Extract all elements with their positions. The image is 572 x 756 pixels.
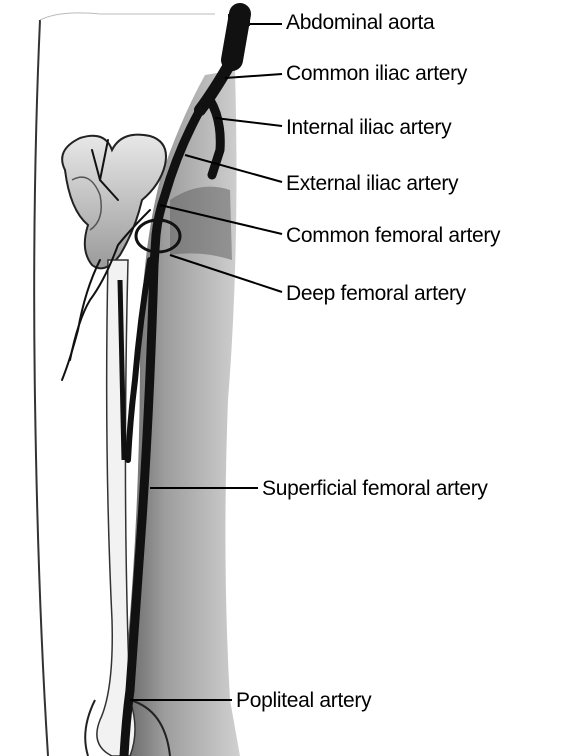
label-external-iliac-artery: External iliac artery (286, 172, 458, 196)
common-femoral-artery (154, 235, 156, 265)
aorta-top (228, 14, 250, 26)
label-popliteal-artery: Popliteal artery (236, 689, 371, 713)
label-internal-iliac-artery: Internal iliac artery (286, 116, 451, 140)
label-common-femoral-artery: Common femoral artery (286, 224, 500, 248)
label-deep-femoral-artery: Deep femoral artery (286, 282, 466, 306)
popliteal-artery (124, 690, 130, 756)
label-common-iliac-artery: Common iliac artery (286, 62, 467, 86)
label-abdominal-aorta: Abdominal aorta (286, 11, 434, 35)
label-superficial-femoral-artery: Superficial femoral artery (262, 477, 488, 501)
